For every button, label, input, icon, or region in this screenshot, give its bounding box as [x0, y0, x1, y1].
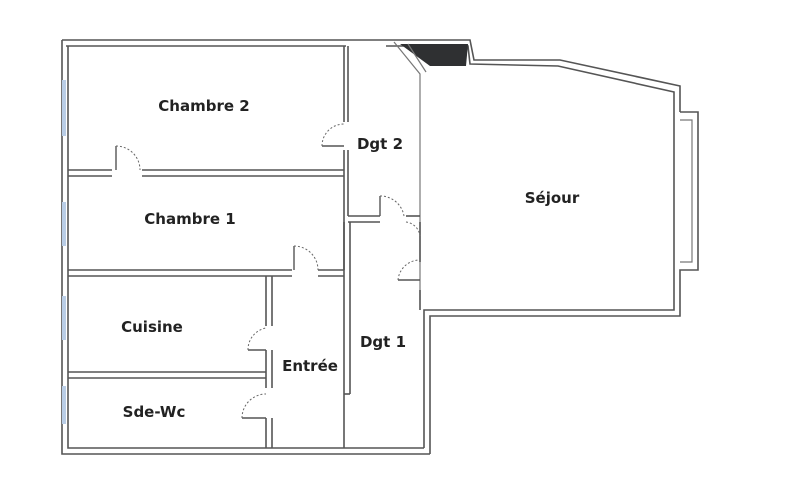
room-labels: Chambre 2 Chambre 1 Cuisine Sde-Wc Entré… [121, 97, 580, 421]
room-label-sde-wc: Sde-Wc [123, 403, 186, 421]
room-label-cuisine: Cuisine [121, 318, 183, 336]
door-chambre-1 [293, 245, 319, 271]
door-chambre-2 [321, 123, 345, 147]
door-dgt-2 [379, 195, 405, 217]
interior-walls [68, 46, 421, 448]
door-sde-wc [241, 393, 267, 419]
room-label-chambre-2: Chambre 2 [158, 97, 249, 115]
doors [115, 123, 421, 419]
room-label-sejour: Séjour [525, 189, 580, 207]
room-label-chambre-1: Chambre 1 [144, 210, 235, 228]
room-label-dgt-2: Dgt 2 [357, 135, 403, 153]
door-chambre-1-top [115, 145, 141, 171]
room-label-dgt-1: Dgt 1 [360, 333, 406, 351]
door-sejour [397, 259, 421, 281]
door-sejour-upper [405, 221, 421, 237]
door-cuisine [247, 327, 267, 351]
room-label-entree: Entrée [282, 357, 338, 375]
sejour-wall-angled [393, 41, 421, 300]
wall-detail [407, 43, 427, 73]
fireplace [400, 44, 468, 66]
